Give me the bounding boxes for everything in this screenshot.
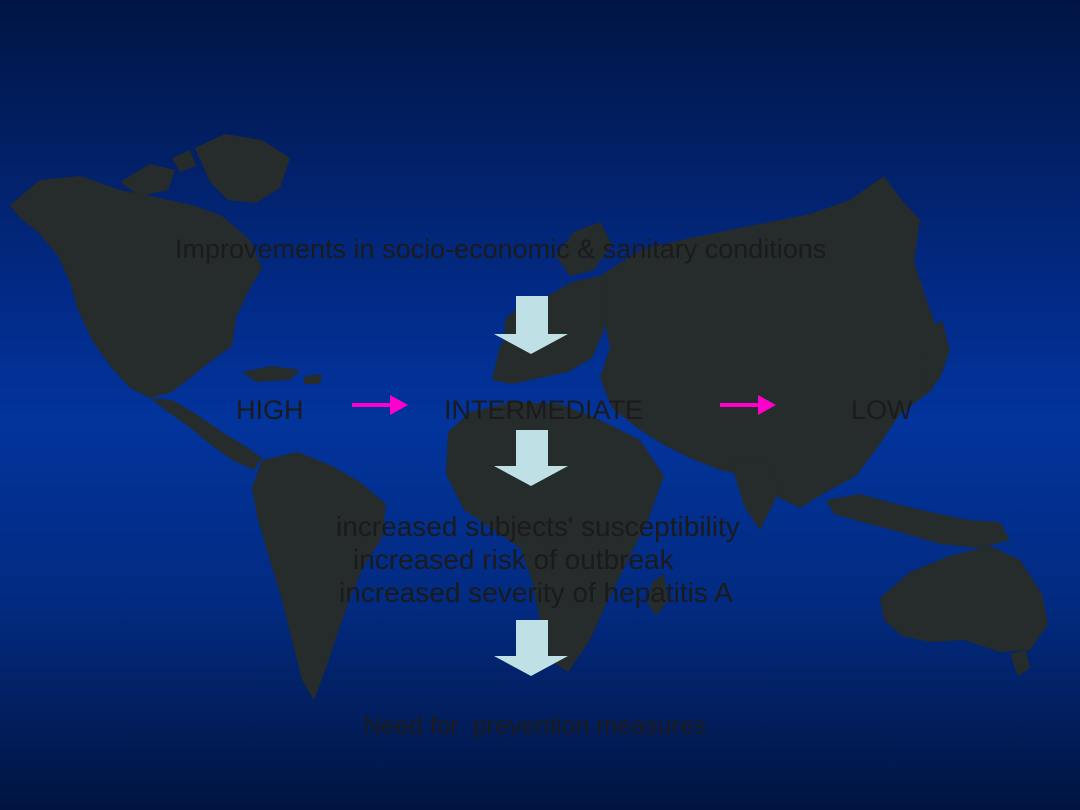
arrow-down-icon (494, 430, 568, 486)
arrow-down-icon (494, 296, 568, 354)
consequence-susceptibility: increased subjects' susceptibility (336, 511, 740, 542)
consequence-severity: increased severity of hepatitis A (339, 577, 733, 608)
conclusion: Need for prevention measures (363, 712, 707, 740)
level-intermediate: INTERMEDIATE (444, 395, 644, 425)
arrow-down-icon (494, 620, 568, 676)
consequence-outbreak: increased risk of outbreak (353, 544, 674, 575)
level-high: HIGH (236, 395, 304, 425)
arrow-right-icon (352, 395, 408, 415)
level-low: LOW (851, 395, 913, 425)
diagram-title: Improvements in socio-economic & sanitar… (175, 234, 827, 264)
arrow-right-icon (720, 395, 776, 415)
